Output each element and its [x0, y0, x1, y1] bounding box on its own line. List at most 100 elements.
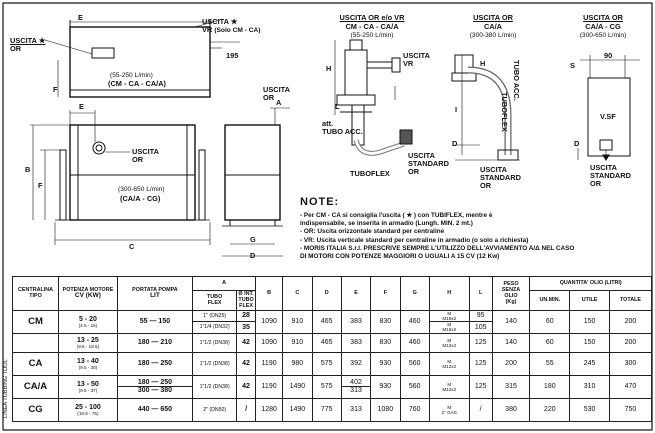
- cell-F: 930: [370, 351, 401, 376]
- cell-tubo: 1"1/2 (DN38): [192, 351, 238, 376]
- cell-tubo: 1"1/4 (DN32): [192, 321, 238, 334]
- detail-or-cg: [577, 55, 640, 161]
- detail-1-models: CM - CA - CA/A: [345, 22, 399, 31]
- cell-utile: 150: [569, 332, 610, 353]
- flow-top: (55-250 L/min): [110, 72, 153, 79]
- note-line: - Per CM - CA si consiglia l'uscita ( ★ …: [300, 212, 493, 219]
- detail-2-title: USCITA OR: [473, 13, 513, 22]
- cell-E: 383: [340, 332, 372, 353]
- cell-B: 1090: [254, 332, 284, 353]
- cell-cv: 5 - 20(4.5 - 15): [58, 309, 118, 334]
- th-F: F: [370, 276, 401, 311]
- cell-L: 105: [468, 321, 493, 334]
- cell-D: 465: [311, 309, 342, 334]
- th-un-min: UN.MIN.: [529, 289, 571, 311]
- cell-tot: 750: [608, 397, 653, 423]
- cell-tot: 300: [608, 351, 653, 376]
- cell-peso: 200: [491, 351, 531, 376]
- flow-top-models: (CM - CA - CA/A): [108, 79, 167, 88]
- cell-L: 125: [468, 332, 493, 353]
- cell-tot: 200: [608, 332, 653, 353]
- cell-L: 125: [468, 351, 493, 376]
- cell-portata: 180 — 210: [116, 332, 194, 353]
- cell-D: 575: [311, 351, 342, 376]
- label-uscita-or-left: USCITA ★OR: [10, 36, 46, 53]
- side-view-tank: [222, 107, 290, 257]
- detail-1-range: (55-250 L/min): [350, 32, 394, 39]
- notes-title: NOTE:: [300, 196, 340, 208]
- th-totale: TOTALE: [608, 289, 653, 311]
- cell-B: 1190: [254, 351, 284, 376]
- cell-L: 125: [468, 374, 493, 399]
- cell-H: M 2" GAS: [428, 397, 470, 423]
- detail-3-vsf: V.SF: [600, 112, 616, 121]
- table-row: 1"1/4 (DN32) 35 M M16x2 105: [13, 321, 652, 334]
- cell-fi: 42: [236, 374, 256, 399]
- cell-C: 980: [282, 351, 313, 376]
- cell-fi: 35: [236, 321, 256, 334]
- note-line: DI MOTORI CON POTENZE MAGGIORI O UGUALI …: [300, 253, 500, 261]
- dim-F-top: F: [53, 85, 58, 94]
- detail-1-att: att.TUBO ACC.: [322, 119, 363, 136]
- table-side-label: LINEA TUBBING TOOL: [3, 359, 9, 418]
- note-line: - VR: Uscita verticale standard per cent…: [300, 236, 529, 244]
- cell-E: 392: [340, 351, 372, 376]
- th-B: B: [254, 276, 284, 311]
- detail-3-D: D: [574, 139, 580, 148]
- detail-1-tuboflex: TUBOFLEX: [350, 169, 390, 178]
- detail-3-range: (300-650 L/min): [579, 32, 627, 39]
- flow-bottom-models: (CA/A - CG): [120, 194, 161, 203]
- cell-cv: 13 - 50(9.5 - 37): [58, 374, 118, 399]
- front-view-tank: [30, 110, 211, 245]
- cell-min: 60: [529, 309, 571, 334]
- cell-tipo: [11, 332, 60, 353]
- cell-E: 313: [340, 397, 372, 423]
- note-line: - OR: Uscita orizzontale standard per ce…: [300, 228, 445, 236]
- dim-E-top: E: [78, 13, 83, 22]
- cell-L: /: [468, 397, 493, 423]
- cell-G: 760: [399, 397, 430, 423]
- detail-3-models: CA/A - CG: [585, 22, 621, 31]
- cell-D: 775: [311, 397, 342, 423]
- cell-L: 95: [468, 309, 493, 323]
- dim-195: 195: [226, 51, 239, 60]
- cell-tubo: 1" (DN25): [192, 309, 238, 323]
- note-line: - MORIS ITALIA S.r.l. PRESCRIVE SEMPRE L…: [300, 244, 575, 252]
- detail-2-H: H: [480, 59, 486, 68]
- cell-H: M M16x2: [428, 309, 470, 323]
- detail-1-L: L: [335, 102, 340, 111]
- detail-or-caa: [451, 54, 520, 161]
- dim-E-front: E: [79, 102, 84, 111]
- cell-fi: /: [236, 397, 256, 423]
- cell-min: 220: [529, 397, 571, 423]
- table-row: CA 13 - 40(9.5 - 30) 180 — 250 1"1/2 (DN…: [11, 351, 653, 376]
- cell-utile: 310: [569, 374, 610, 399]
- detail-2-range: (300-380 L/min): [469, 32, 517, 39]
- th-quantita: QUANTITA' OLIO (LITRI): [529, 276, 652, 291]
- cell-utile: 150: [569, 309, 610, 334]
- cell-portata: 55 — 150: [116, 309, 194, 334]
- detail-3-dim-90: 90: [604, 51, 613, 60]
- cell-utile: 245: [569, 351, 610, 376]
- cell-G: 560: [399, 374, 430, 399]
- th-G: G: [399, 276, 430, 311]
- note-line: indispensabile, se inserita in armadio (…: [300, 220, 473, 228]
- th-E: E: [340, 276, 372, 311]
- cell-C: 910: [282, 309, 313, 334]
- cell-fi: 42: [236, 332, 256, 353]
- dim-C: C: [129, 242, 135, 251]
- cell-C: 1490: [282, 397, 313, 423]
- cell-min: 55: [529, 351, 571, 376]
- dim-B: B: [25, 165, 31, 174]
